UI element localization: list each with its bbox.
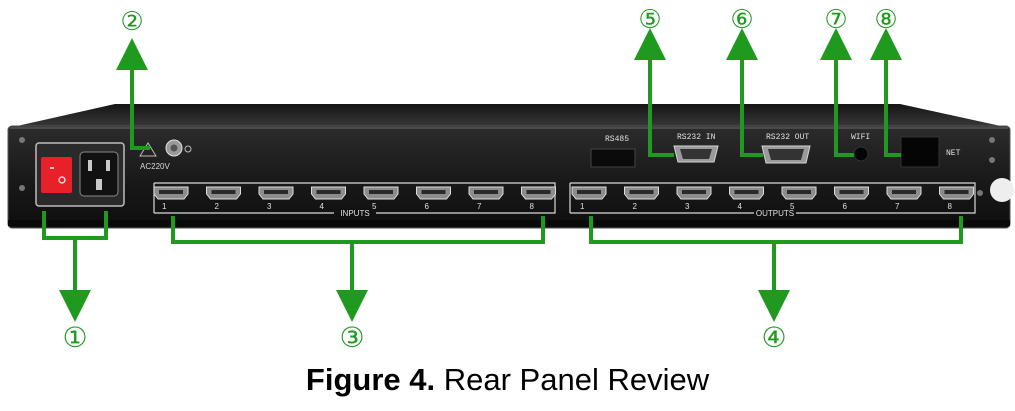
callout-5: ⑤ [638, 5, 661, 35]
input-port-number: 5 [372, 202, 377, 211]
callout-3: ③ [339, 321, 364, 354]
output-hdmi-port-slot [577, 190, 601, 194]
inputs-group: INPUTS 1 2 3 4 5 6 7 8 [153, 182, 556, 218]
input-hdmi-port-slot [316, 190, 341, 194]
output-port-number: 8 [948, 202, 953, 211]
rs485-label: RS485 [605, 135, 629, 144]
figure-label: Figure 4. [305, 362, 436, 397]
power-voltage-label: AC220V [140, 162, 170, 171]
output-port-number: 2 [633, 202, 638, 211]
output-hdmi-port-slot [839, 190, 864, 194]
figure-caption: Figure 4. Rear Panel Review [0, 362, 1015, 398]
input-hdmi-port-slot [526, 190, 551, 194]
figure-title: Rear Panel Review [443, 362, 710, 397]
input-port-number: 7 [477, 202, 482, 211]
output-port-number: 7 [895, 202, 900, 211]
net-port [900, 136, 940, 168]
input-hdmi-port-slot [421, 190, 446, 194]
input-port-number: 3 [267, 202, 272, 211]
mount-hole [19, 185, 25, 191]
callout-6: ⑥ [730, 5, 753, 35]
output-hdmi-port-slot [629, 190, 654, 194]
output-port-number: 3 [685, 202, 690, 211]
rubber-foot [990, 178, 1014, 202]
rs232-in-label: RS232 IN [677, 133, 716, 142]
output-port-number: 4 [738, 202, 743, 211]
input-port-number: 2 [215, 202, 220, 211]
input-hdmi-port-slot [159, 190, 183, 194]
rs232-out-label: RS232 OUT [766, 133, 809, 142]
output-port-number: 6 [843, 202, 848, 211]
input-hdmi-port-slot [369, 190, 393, 194]
device-rear-panel [7, 125, 1011, 229]
mount-hole [989, 137, 995, 143]
input-hdmi-port-slot [264, 190, 288, 194]
device-top [8, 104, 1010, 128]
input-hdmi-port-slot [211, 190, 236, 194]
net-label: NET [946, 149, 961, 158]
mount-hole [977, 190, 983, 196]
input-port-number: 8 [530, 202, 535, 211]
callout-arrows [42, 28, 963, 322]
power-module [35, 142, 125, 207]
input-port-number: 1 [162, 202, 167, 211]
rs232-out-port [761, 145, 811, 164]
output-hdmi-port-slot [787, 190, 811, 194]
callout-4: ④ [761, 321, 786, 354]
wifi-antenna-port [853, 146, 869, 162]
output-port-number: 5 [790, 202, 795, 211]
input-hdmi-port-slot [474, 190, 498, 194]
input-port-number: 6 [425, 202, 430, 211]
mount-hole [19, 137, 25, 143]
callout-1: ① [62, 321, 87, 354]
power-switch[interactable] [41, 157, 72, 193]
output-hdmi-port-slot [682, 190, 706, 194]
inputs-label: INPUTS [340, 209, 369, 218]
output-hdmi-port-slot [944, 190, 969, 194]
output-port-number: 1 [580, 202, 585, 211]
output-hdmi-port-slot [734, 190, 759, 194]
callout-2: ② [120, 7, 143, 37]
input-port-number: 4 [320, 202, 325, 211]
callout-7: ⑦ [824, 5, 847, 35]
callout-8: ⑧ [874, 5, 897, 35]
outputs-group: OUTPUTS 1 2 3 4 5 6 7 8 [569, 182, 976, 218]
mount-hole [989, 157, 995, 163]
wifi-label: WIFI [851, 133, 870, 142]
rs232-in-port [673, 145, 719, 163]
rs485-port [590, 148, 636, 168]
output-hdmi-port-slot [892, 190, 916, 194]
outputs-label: OUTPUTS [756, 209, 794, 218]
